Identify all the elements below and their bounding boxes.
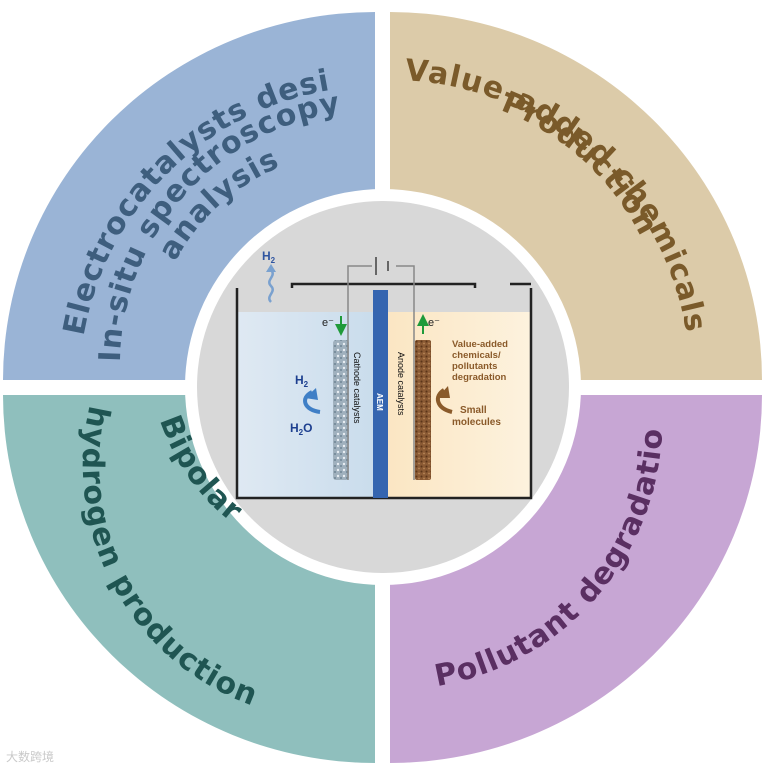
h2-sub: 2 [304, 380, 309, 389]
cathode-reaction-arrow-icon [303, 390, 321, 414]
h2-label: H [295, 373, 304, 387]
cathode-label: Cathode catalysts [352, 352, 362, 424]
watermark: 大数跨境 [6, 750, 55, 764]
anode-electrode [415, 340, 431, 480]
svg-text:H2: H2 [262, 249, 276, 265]
products-line-3: pollutants [452, 361, 497, 372]
anode-compartment [388, 312, 531, 498]
anode-label: Anode catalysts [396, 352, 406, 416]
gas-wave-icon [268, 269, 274, 303]
cathode-arrowhead-icon [305, 388, 318, 400]
anode-arrowhead-icon [437, 386, 450, 398]
svg-text:Value-added chemicals/: Value-added chemicals/ pollutants degrad… [452, 339, 511, 383]
reactants-line-2: molecules [452, 417, 501, 428]
cell-lid [290, 282, 531, 288]
products-line-2: chemicals/ [452, 350, 501, 361]
h2o-h: H [290, 421, 299, 435]
gas-h: H [262, 249, 271, 263]
gas-h-sub: 2 [271, 256, 276, 265]
membrane-label: AEM [375, 393, 384, 411]
electrolyzer-cell: H2 e⁻ e⁻ H2 H2O Value-added chemicals/ p… [235, 249, 533, 500]
external-circuit [347, 265, 415, 480]
electron-left: e⁻ [322, 317, 334, 329]
products-line-4: degradation [452, 372, 507, 383]
svg-text:H2O: H2O [290, 421, 312, 437]
cathode-electrode [333, 340, 349, 480]
aem-membrane [373, 290, 388, 498]
products-line-1: Value-added [452, 339, 508, 350]
gas-arrow-icon [266, 264, 276, 272]
anode-reaction-arrow-icon [435, 388, 453, 414]
svg-text:Small molecules: Small molecules [452, 405, 501, 428]
h2o-o: O [303, 421, 312, 435]
svg-text:H2: H2 [295, 373, 309, 389]
reactants-line-1: Small [460, 405, 487, 416]
electron-right: e⁻ [428, 317, 440, 329]
h2o-sub: 2 [299, 428, 304, 437]
